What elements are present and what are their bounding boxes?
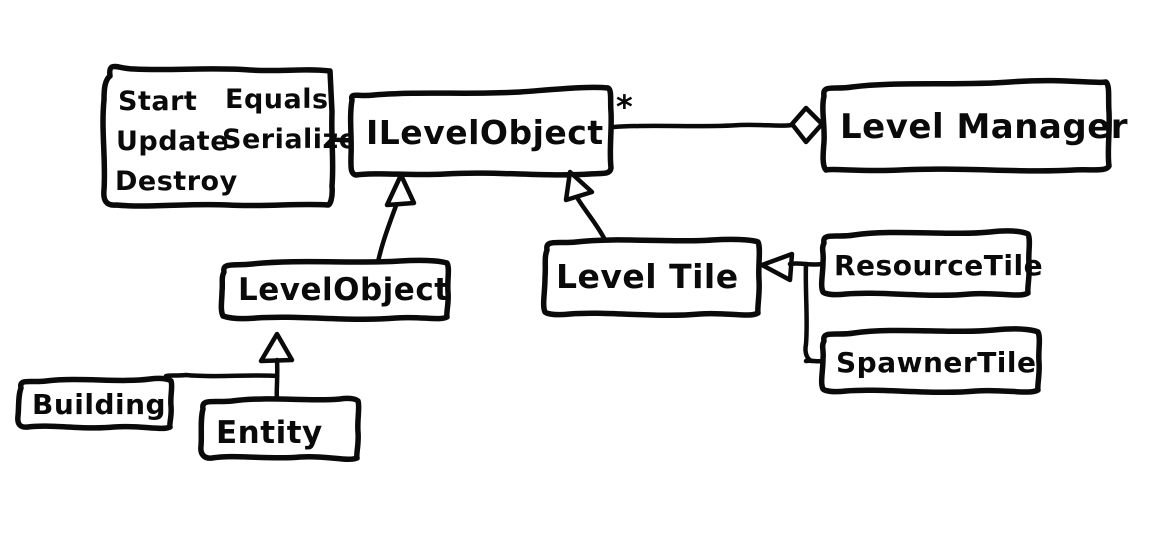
hollow-triangle-icon-levelobject-children xyxy=(258,331,295,364)
building-label: Building xyxy=(32,388,166,421)
levelmanager-box-outline xyxy=(820,77,1112,174)
levelobject-box-outline xyxy=(218,257,452,323)
node-building[interactable]: Building xyxy=(15,375,175,432)
node-spawnertile[interactable]: SpawnerTile xyxy=(818,326,1043,396)
leveltile-label: Level Tile xyxy=(556,257,739,296)
multiplicity-star-label: * xyxy=(616,88,633,126)
hollow-triangle-icon-leveltile xyxy=(563,169,595,203)
node-levelobject[interactable]: LevelObject xyxy=(218,257,452,323)
generalization-line-levelobject xyxy=(375,200,400,265)
aggregation-line xyxy=(611,122,795,130)
generalization-trunk-vertical-tiles xyxy=(803,261,815,364)
edge-entity-building-to-levelobject[interactable] xyxy=(163,331,295,402)
building-box-outline xyxy=(15,375,175,432)
node-resourcetile[interactable]: ResourceTile xyxy=(818,228,1043,299)
spawnertile-box-outline xyxy=(818,326,1043,396)
methods-col1-row1: Start xyxy=(118,86,197,117)
hollow-triangle-icon-leveltile-children xyxy=(759,251,795,283)
node-methods-box[interactable]: Start Equals Update Serialize Destroy xyxy=(100,63,358,209)
node-entity[interactable]: Entity xyxy=(198,395,362,462)
generalization-line-leveltile xyxy=(575,196,607,241)
leveltile-box-outline xyxy=(540,236,763,319)
node-levelmanager[interactable]: Level Manager xyxy=(820,77,1128,174)
node-ilevelobject[interactable]: ILevelObject xyxy=(347,84,614,178)
methods-col1-row3: Destroy xyxy=(115,166,238,197)
methods-col1-row2: Update xyxy=(116,126,229,157)
ilevelobject-label: ILevelObject xyxy=(366,113,604,152)
entity-box-outline xyxy=(198,395,362,462)
edge-tiles-to-leveltile[interactable] xyxy=(759,251,826,364)
hollow-triangle-icon-levelobject xyxy=(384,172,417,208)
generalization-branch-to-building xyxy=(163,372,280,379)
spawnertile-label: SpawnerTile xyxy=(836,346,1037,379)
edge-leveltile-to-interface[interactable] xyxy=(563,169,607,241)
edge-interface-to-manager[interactable]: * xyxy=(611,88,825,145)
edge-levelobject-to-interface[interactable] xyxy=(375,172,417,265)
methods-box-outline xyxy=(100,63,336,209)
node-leveltile[interactable]: Level Tile xyxy=(540,236,763,319)
aggregation-diamond-icon xyxy=(789,105,825,145)
edge-methods-to-interface[interactable] xyxy=(329,137,354,143)
generalization-trunk-vertical xyxy=(274,357,280,402)
ilevelobject-box-outline xyxy=(347,84,614,178)
levelobject-label: LevelObject xyxy=(238,272,450,308)
methods-col2-row1: Equals xyxy=(225,84,329,115)
resourcetile-label: ResourceTile xyxy=(834,249,1043,282)
levelmanager-label: Level Manager xyxy=(840,107,1128,147)
entity-label: Entity xyxy=(216,415,323,451)
resourcetile-box-outline xyxy=(818,228,1033,299)
